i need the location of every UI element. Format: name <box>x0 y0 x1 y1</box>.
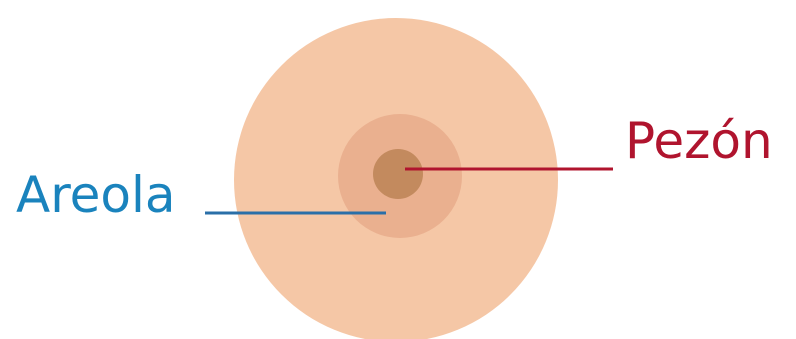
pezon-label: Pezón <box>625 116 773 166</box>
areola-label: Areola <box>16 170 176 220</box>
nipple-circle <box>373 149 423 199</box>
